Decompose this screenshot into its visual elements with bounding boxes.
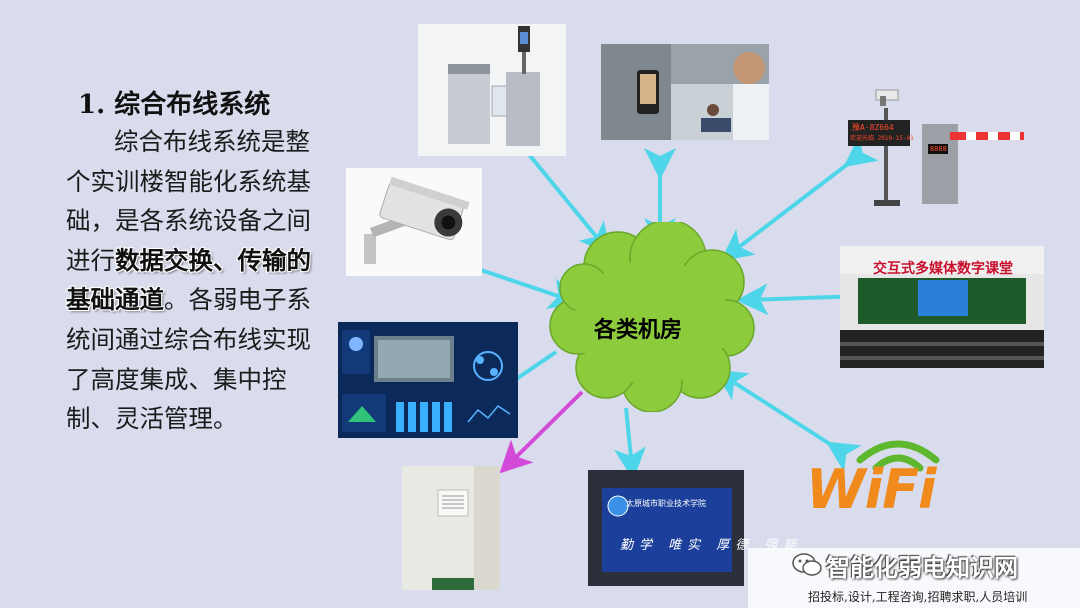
parking-gate-led: 8888: [930, 145, 947, 153]
screen-school-name: 太原城市职业技术学院: [626, 498, 706, 509]
classroom-title: 交互式多媒体数字课堂: [858, 258, 1028, 278]
security-camera-photo: [346, 168, 482, 276]
hub-label: 各类机房: [578, 312, 698, 344]
watermark-subtitle: 招投标,设计,工程咨询,招聘求职,人员培训: [808, 588, 1027, 605]
section-body: 综合布线系统是整个实训楼智能化系统基础，是各系统设备之间进行数据交换、传输的基础…: [66, 122, 328, 439]
face-recognition-photo: [601, 44, 769, 140]
section-title: 1. 综合布线系统: [78, 84, 270, 121]
wifi-text: WiFi: [806, 458, 935, 521]
wechat-icon: [792, 552, 822, 578]
parking-gate-photo: 豫A·8Z664 欢迎光临 2019-15-01 8888: [840, 86, 1026, 208]
wifi-logo-text: WiFi: [806, 458, 935, 521]
monitoring-dashboard-photo: [338, 322, 518, 438]
turnstile-photo: [418, 24, 566, 156]
led-display-photo: [588, 470, 744, 586]
parking-led-line2: 欢迎光临 2019-15-01: [850, 133, 914, 142]
watermark-title: 智能化弱电知识网: [826, 548, 1018, 583]
arrow-screen: [626, 408, 632, 468]
ceiling-speaker-photo: [402, 466, 500, 590]
parking-led-line1: 豫A·8Z664: [852, 122, 894, 133]
